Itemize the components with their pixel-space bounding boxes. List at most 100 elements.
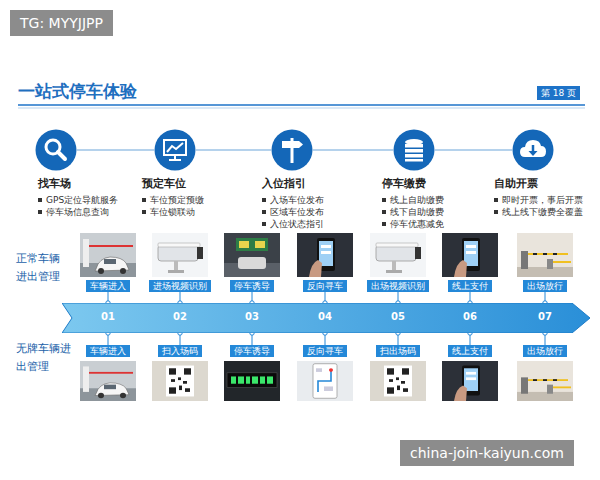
step-label: 扫出场码 [380,346,416,356]
feature-item: 线上自助缴费 [390,195,444,205]
feature-item: 入场车位发布 [270,195,324,205]
step-label: 出场放行 [527,281,563,291]
step-label: 出场放行 [527,346,563,356]
feature-item: 停车场信息查询 [46,207,109,217]
page-number: 第 18 页 [541,88,576,98]
feature-item: 线上线下缴费全覆盖 [502,207,583,217]
bullet-line: GPS定位导航服务 [38,194,118,206]
page-badge: 第 18 页 [537,86,580,100]
feature-item: 线下自助缴费 [390,207,444,217]
feature-item: 车位预定预缴 [150,195,204,205]
feature-title: 预定车位 [142,176,204,191]
side-label: 正常车辆进出管理 [16,250,66,285]
bullet-line: 停车优惠减免 [382,218,444,230]
step-label: 线上支付 [452,346,488,356]
step-box: 线上支付 [448,280,492,292]
feature-item: GPS定位导航服务 [46,195,118,205]
step-box: 线上支付 [448,345,492,357]
icon-circle [393,129,435,171]
feature-title: 入位指引 [262,176,324,191]
feature-item: 停车优惠减免 [390,219,444,229]
step-box: 扫出场码 [376,345,420,357]
bullet-line: 线上自助缴费 [382,194,444,206]
feature-icon: 入位指引入场车位发布区域车位发布入位状态指引 [271,129,313,171]
bullet-mark [382,222,386,226]
step-box: 停车诱导 [230,345,274,357]
bullet-line: 即时开票，事后开票 [494,194,583,206]
step-label: 停车诱导 [234,281,270,291]
step-label: 线上支付 [452,281,488,291]
feature-title: 停车缴费 [382,176,444,191]
feature-item: 区域车位发布 [270,207,324,217]
bullet-mark [494,210,498,214]
bullet-mark [382,210,386,214]
step-box: 扫入场码 [158,345,202,357]
feature-text: 停车缴费线上自助缴费线下自助缴费停车优惠减免 [382,176,444,230]
step-label: 反向寻车 [307,281,343,291]
bullet-line: 车位预定预缴 [142,194,204,206]
bullet-line: 线上线下缴费全覆盖 [494,206,583,218]
step-label: 反向寻车 [307,346,343,356]
bullet-line: 停车场信息查询 [38,206,118,218]
bullet-mark [142,198,146,202]
feature-text: 自助开票即时开票，事后开票线上线下缴费全覆盖 [494,176,583,218]
bullet-line: 入位状态指引 [262,218,324,230]
step-number: 06 [463,311,477,322]
feature-title: 找车场 [38,176,118,191]
bullet-mark [262,198,266,202]
step-number: 05 [391,311,405,322]
step-label: 车辆进入 [90,281,126,291]
step-box: 停车诱导 [230,280,274,292]
bullet-line: 入场车位发布 [262,194,324,206]
step-label: 停车诱导 [234,346,270,356]
step-box: 出场视频识别 [367,280,429,292]
step-box: 反向寻车 [303,280,347,292]
watermark: china-join-kaiyun.com [400,440,574,466]
feature-item: 车位锁联动 [150,207,195,217]
connector [435,149,512,151]
step-label: 进场视频识别 [153,281,207,291]
icon-circle [154,129,196,171]
feature-item: 入位状态指引 [270,219,324,229]
step-number: 02 [173,311,187,322]
bullet-mark [262,210,266,214]
feature-icon: 自助开票即时开票，事后开票线上线下缴费全覆盖 [512,129,554,171]
step-box: 进场视频识别 [149,280,211,292]
step-box: 出场放行 [523,280,567,292]
step-box: 出场放行 [523,345,567,357]
step-number: 07 [538,311,552,322]
bullet-line: 车位锁联动 [142,206,204,218]
feature-text: 预定车位车位预定预缴车位锁联动 [142,176,204,218]
step-number: 04 [318,311,332,322]
watermark: TG: MYYJJPP [10,10,113,36]
step-box: 车辆进入 [86,345,130,357]
page-title: 一站式停车体验 [18,80,137,103]
bullet-line: 区域车位发布 [262,206,324,218]
step-number: 03 [245,311,259,322]
feature-icon: 预定车位车位预定预缴车位锁联动 [154,129,196,171]
side-label: 无牌车辆进出管理 [16,340,74,375]
process-band: 01 02 03 04 05 06 07 [62,303,590,333]
step-box: 车辆进入 [86,280,130,292]
connector [313,149,393,151]
bullet-mark [38,210,42,214]
feature-title: 自助开票 [494,176,583,191]
icon-circle [271,129,313,171]
feature-icon: 停车缴费线上自助缴费线下自助缴费停车优惠减免 [393,129,435,171]
feature-text: 找车场 GPS定位导航服务停车场信息查询 [38,176,118,218]
step-label: 扫入场码 [162,346,198,356]
connector [196,149,271,151]
step-number: 01 [101,311,115,322]
feature-icon: 找车场GPS定位导航服务停车场信息查询 [35,129,77,171]
bullet-line: 线下自助缴费 [382,206,444,218]
step-label: 出场视频识别 [371,281,425,291]
connector [77,149,154,151]
icon-circle [512,129,554,171]
feature-item: 即时开票，事后开票 [502,195,583,205]
bullet-mark [382,198,386,202]
step-box: 反向寻车 [303,345,347,357]
step-label: 车辆进入 [90,346,126,356]
feature-text: 入位指引入场车位发布区域车位发布入位状态指引 [262,176,324,230]
